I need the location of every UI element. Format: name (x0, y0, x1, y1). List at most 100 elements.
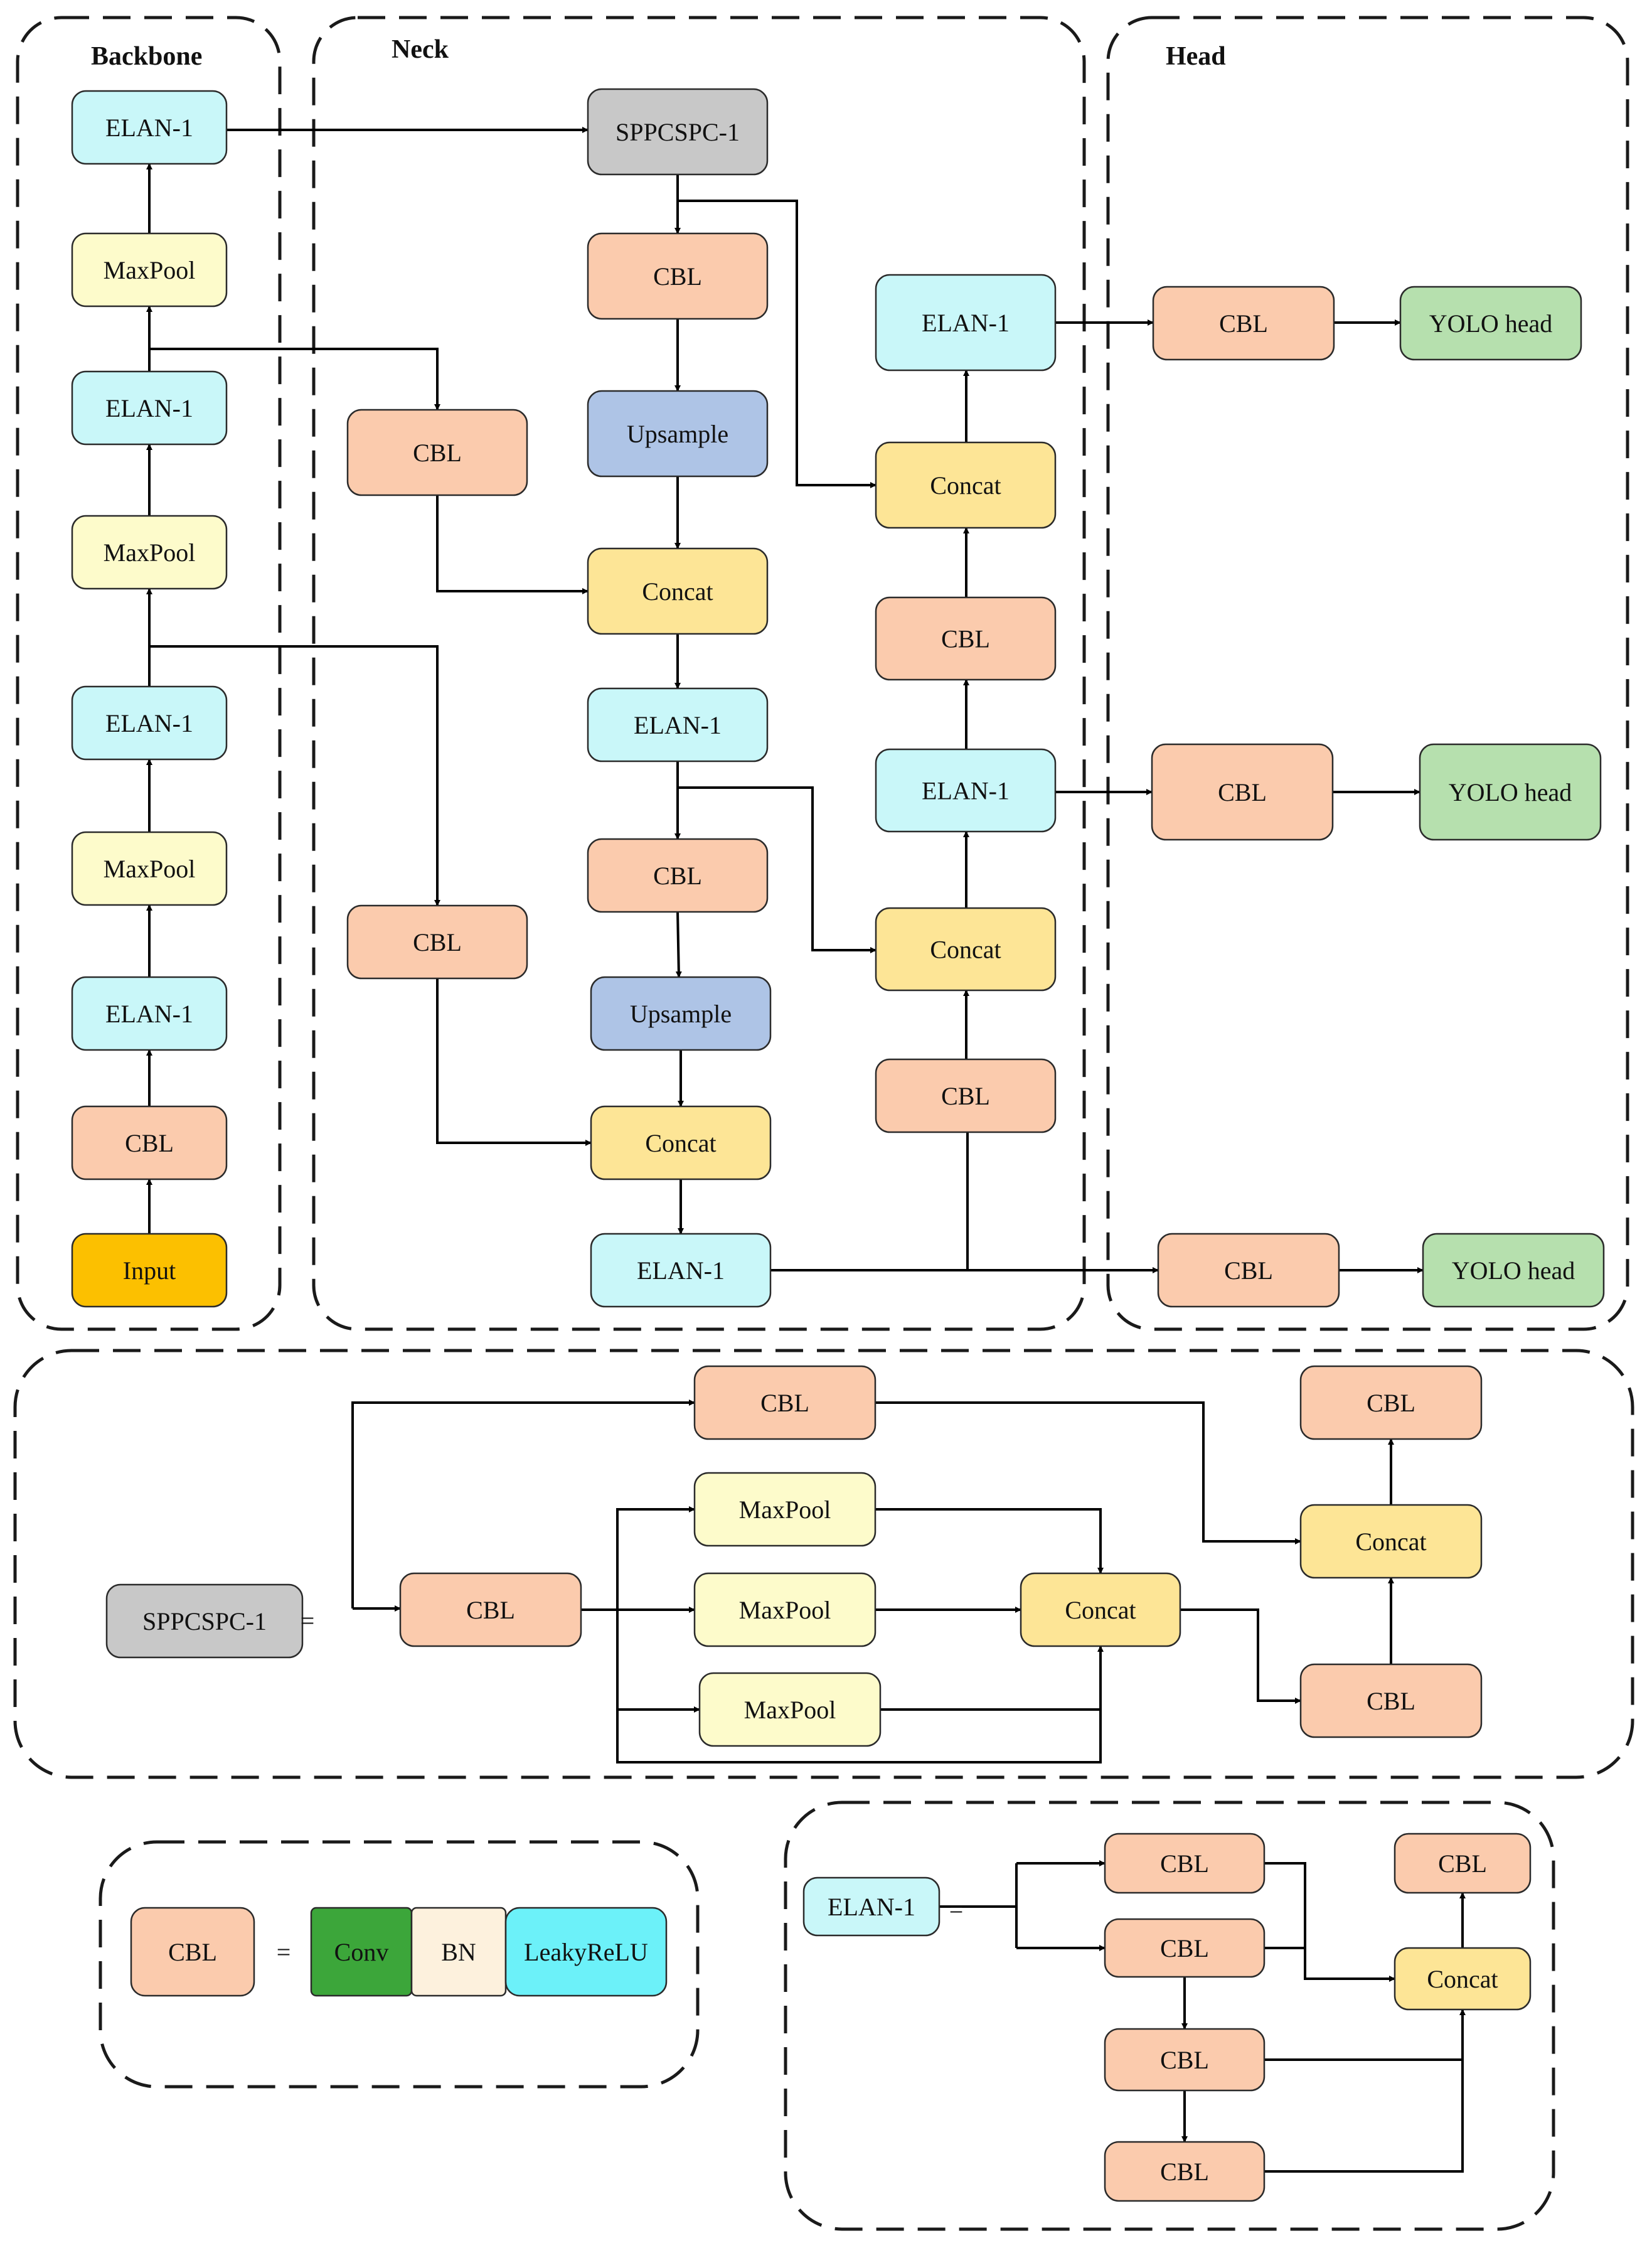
node-label: Upsample (627, 420, 728, 448)
node-box (346, 409, 528, 496)
node-label: CBL (1367, 1687, 1415, 1715)
node-sp-cbl-in: CBL (399, 1572, 582, 1647)
node-nk-relan1: ELAN-1 (875, 748, 1057, 833)
node-label: CBL (653, 862, 702, 890)
sppcspc-equals-sign: = (301, 1607, 315, 1635)
node-box (1422, 1233, 1605, 1308)
connector-28 (678, 200, 877, 488)
node-sp-mp3: MaxPool (698, 1672, 882, 1747)
node-box (1394, 1833, 1532, 1894)
node-bb-mp2: MaxPool (71, 515, 228, 590)
node-label: CBL (1160, 1934, 1209, 1962)
node-nk-rcat2: Concat (875, 441, 1057, 529)
node-hd-yolo3: YOLO head (1422, 1233, 1605, 1308)
node-box (875, 441, 1057, 529)
node-nk-relan2: ELAN-1 (875, 274, 1057, 372)
node-label: CBL (413, 439, 462, 467)
node-box (71, 831, 228, 906)
node-box (1299, 1504, 1483, 1579)
node-sp-mp2: MaxPool (693, 1572, 877, 1647)
node-box (587, 88, 769, 176)
node-label: MaxPool (104, 538, 196, 567)
node-nk-rcbl1: CBL (875, 1058, 1057, 1133)
node-box (587, 547, 769, 635)
node-box (1104, 2141, 1266, 2202)
node-box (1299, 1365, 1483, 1440)
node-nk-up2: Upsample (590, 976, 772, 1051)
node-label: CBL (168, 1938, 217, 1966)
node-box (590, 976, 772, 1051)
node-box (1020, 1572, 1181, 1647)
node-label: Input (123, 1256, 176, 1285)
node-cd-conv: Conv (310, 1907, 413, 1997)
node-sp-cat-mid: Concat (1020, 1572, 1181, 1647)
node-box (802, 1876, 941, 1937)
node-box (1104, 2028, 1266, 2092)
node-label: Concat (645, 1129, 716, 1157)
connector-21 (770, 1132, 969, 1271)
node-hd-yolo1: YOLO head (1399, 286, 1582, 361)
node-label: MaxPool (104, 256, 196, 284)
node-nk-spp: SPPCSPC-1 (587, 88, 769, 176)
node-el-cbl3: CBL (1104, 2028, 1266, 2092)
backbone-label: Backbone (91, 42, 202, 71)
node-label: CBL (1160, 2158, 1209, 2186)
diagram-nodes: InputCBLELAN-1MaxPoolELAN-1MaxPoolELAN-1… (71, 88, 1605, 2202)
connector-57 (1264, 2060, 1464, 2173)
node-label: ELAN-1 (105, 709, 193, 737)
node-label: MaxPool (739, 1596, 831, 1624)
node-bb-mp1: MaxPool (71, 831, 228, 906)
node-label: CBL (1218, 778, 1267, 806)
node-nk-lcbl1: CBL (346, 409, 528, 496)
node-box (875, 748, 1057, 833)
node-sp-cbl-low: CBL (1299, 1663, 1483, 1738)
node-label: CBL (1438, 1849, 1487, 1878)
connector-35 (351, 1399, 695, 1608)
node-bb-elan3: ELAN-1 (71, 370, 228, 446)
neck-label: Neck (392, 35, 449, 64)
node-box (1104, 1833, 1266, 1894)
connector-14 (436, 495, 589, 594)
node-label: ELAN-1 (105, 1000, 193, 1028)
node-label: MaxPool (739, 1496, 831, 1524)
connector-44 (1180, 1608, 1301, 1704)
node-label: Concat (642, 577, 713, 606)
cbl-definition-region (99, 1840, 700, 2089)
node-box (698, 1672, 882, 1747)
node-nk-elan2: ELAN-1 (590, 1233, 772, 1308)
node-sp-cbl-top: CBL (693, 1365, 877, 1440)
connector-10 (149, 645, 440, 906)
connector-39 (616, 1610, 700, 1713)
node-label: MaxPool (104, 855, 196, 883)
node-box (71, 370, 228, 446)
connector-19 (436, 978, 592, 1146)
node-box (693, 1572, 877, 1647)
connector-40 (616, 1610, 1104, 1763)
node-box (71, 685, 228, 761)
connector-45 (875, 1401, 1301, 1544)
connector-17 (675, 911, 682, 978)
node-label: MaxPool (744, 1696, 836, 1724)
node-cd-bn: BN (410, 1907, 507, 1997)
node-label: ELAN-1 (105, 394, 193, 422)
node-label: CBL (653, 262, 702, 291)
node-box (693, 1365, 877, 1440)
node-box (875, 274, 1057, 372)
node-box (875, 596, 1057, 681)
node-box (1157, 1233, 1340, 1308)
node-label: SPPCSPC-1 (616, 118, 740, 146)
node-nk-rcat1: Concat (875, 907, 1057, 992)
node-box (1399, 286, 1582, 361)
node-label: ELAN-1 (105, 114, 193, 142)
node-sp-cat-out: Concat (1299, 1504, 1483, 1579)
node-label: Concat (1065, 1596, 1136, 1624)
node-label: Conv (334, 1938, 389, 1966)
node-el-src: ELAN-1 (802, 1876, 941, 1937)
node-label: ELAN-1 (634, 711, 722, 739)
node-box (587, 232, 769, 320)
node-box (105, 1583, 304, 1659)
node-label: ELAN-1 (922, 777, 1010, 805)
node-label: CBL (1224, 1256, 1273, 1285)
regions: Backbone Neck Head (13, 16, 1634, 2231)
